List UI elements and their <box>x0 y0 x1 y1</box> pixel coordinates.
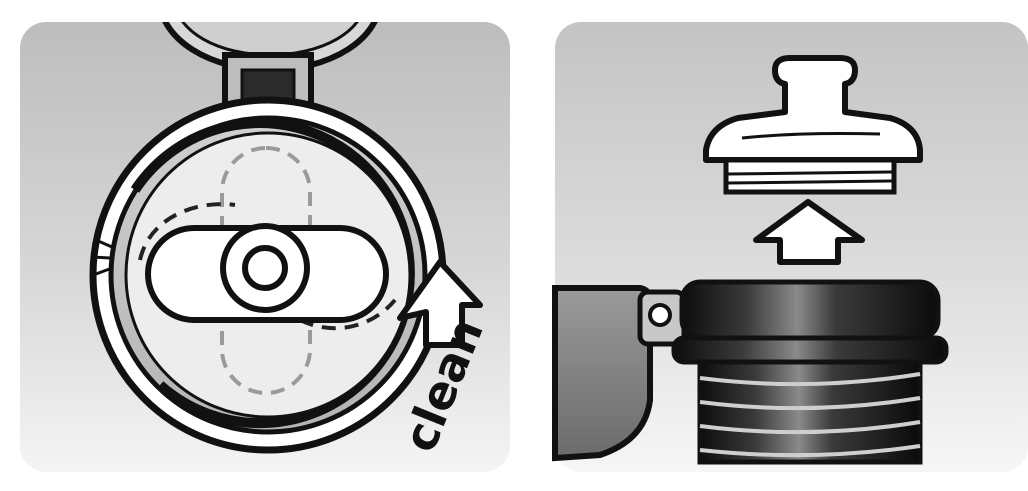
stopper-cap-icon <box>706 58 920 192</box>
bottle-thread-icon <box>555 282 946 462</box>
rotate-knob-icon <box>92 0 443 450</box>
arrow-up-icon <box>756 202 862 262</box>
